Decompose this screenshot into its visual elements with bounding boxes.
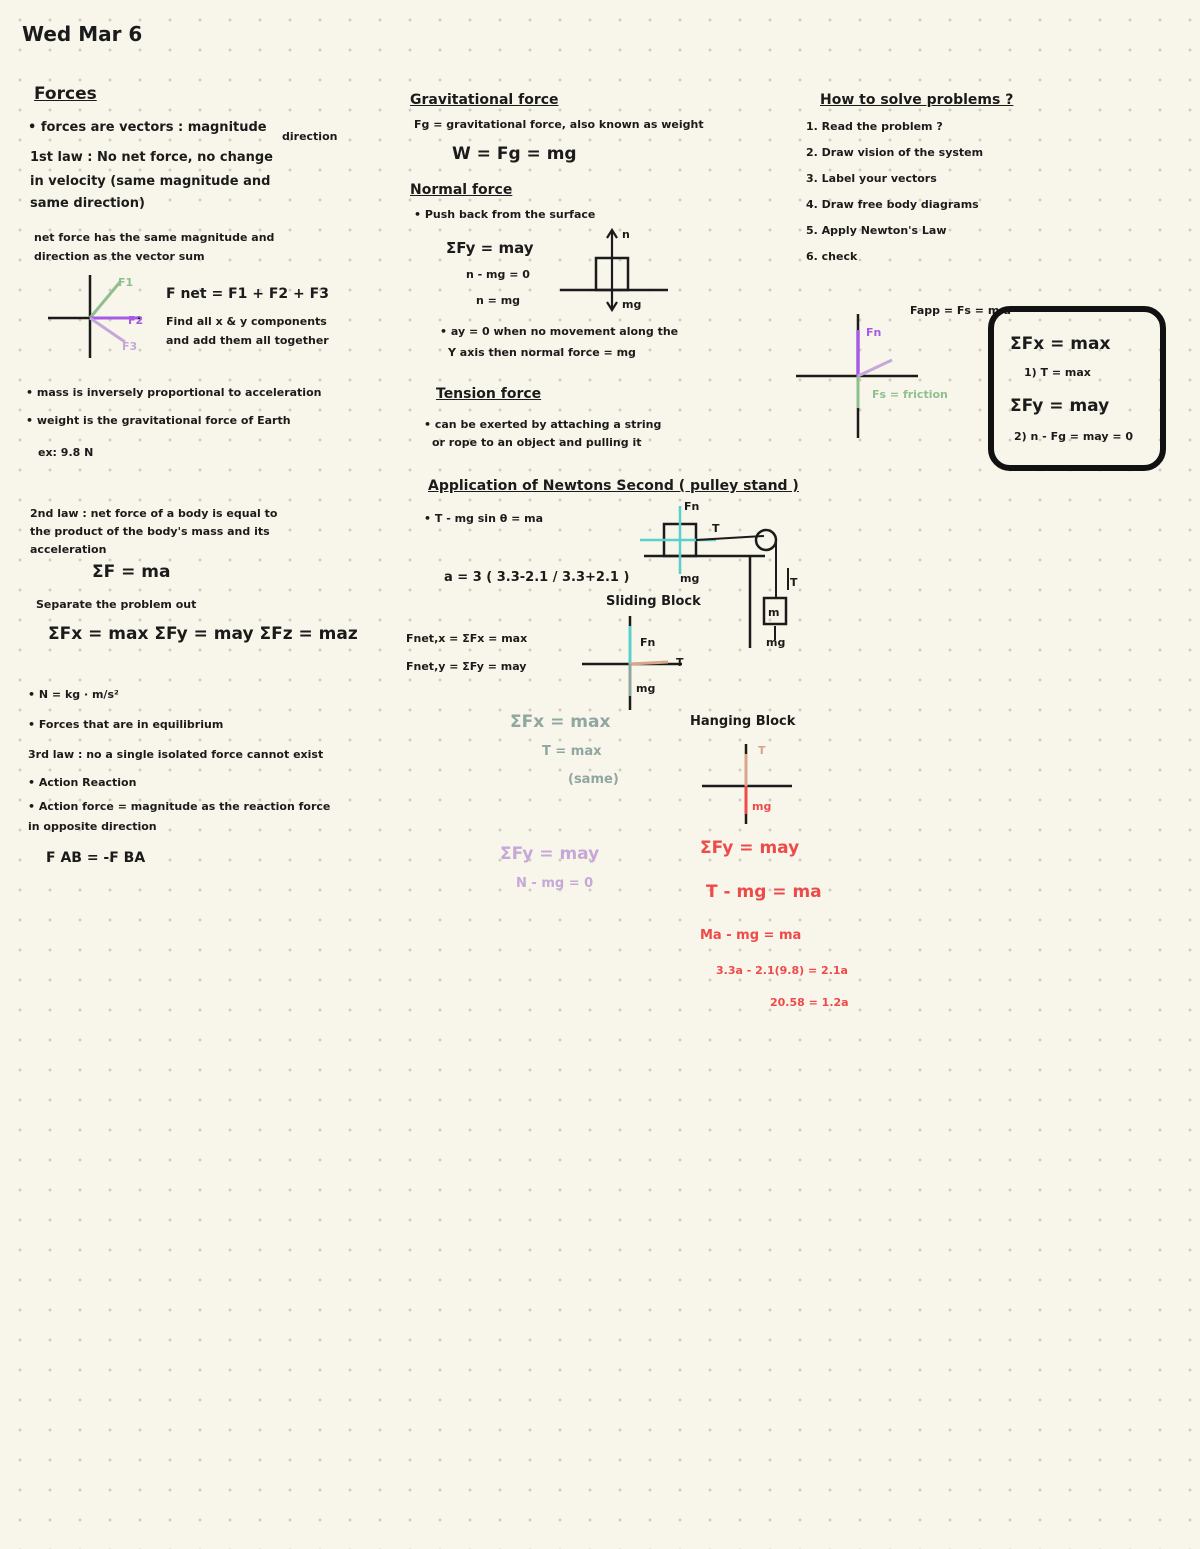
tension-heading: Tension force xyxy=(436,386,542,402)
fnet-x-line: Fnet,x = ΣFx = max xyxy=(406,632,528,645)
boxed-equations: ΣFx = max 1) T = max ΣFy = may 2) n - Fg… xyxy=(988,306,1166,471)
fnet-equation: F net = F1 + F2 + F3 xyxy=(166,286,329,302)
note-date: Wed Mar 6 xyxy=(22,22,143,46)
n-equals-mg: n = mg xyxy=(476,294,521,307)
hanging-block-label: Hanging Block xyxy=(690,714,796,729)
fapp-label: Fapp = Fs = m·a xyxy=(910,304,1011,317)
teal-same-note: (same) xyxy=(568,772,619,787)
direction-note: direction xyxy=(282,130,338,143)
vector-sum-axes-figure xyxy=(48,275,140,358)
second-law-line-c: acceleration xyxy=(30,543,107,556)
how-to-step-2: 2. Draw vision of the system xyxy=(806,146,984,159)
fnet-y-line: Fnet,y = ΣFy = may xyxy=(406,660,527,673)
teal-sum-fx: ΣFx = max xyxy=(510,712,611,732)
example-line: ex: 9.8 N xyxy=(38,446,94,459)
boxed-sum-fx: ΣFx = max xyxy=(1010,334,1111,354)
mass-line: • mass is inversely proportional to acce… xyxy=(26,386,322,399)
hanging-mg-label: mg xyxy=(752,800,772,813)
second-law-line-b: the product of the body's mass and its xyxy=(30,525,270,538)
sliding-mg-label: mg xyxy=(636,682,656,695)
applied-force-fbd xyxy=(796,314,918,438)
boxed-t-eq: 1) T = max xyxy=(1024,366,1091,379)
third-law-line: 3rd law : no a single isolated force can… xyxy=(28,748,324,761)
gravity-heading: Gravitational force xyxy=(410,92,559,108)
first-law-line-c: same direction) xyxy=(30,196,145,211)
push-line: • Push back from the surface xyxy=(414,208,596,221)
red-line-2: Ma - mg = ma xyxy=(700,928,802,943)
sliding-block-fbd xyxy=(582,616,682,710)
teal-t-eq: T = max xyxy=(542,744,602,759)
tmg-line: • T - mg sin θ = ma xyxy=(424,512,544,525)
w-equation: W = Fg = mg xyxy=(452,144,577,164)
boxed-n-eq: 2) n - Fg = may = 0 xyxy=(1014,430,1134,443)
vector-f2-label: F2 xyxy=(128,314,144,327)
tension-note-a: • can be exerted by attaching a string xyxy=(424,418,662,431)
normal-note-a: • ay = 0 when no movement along the xyxy=(440,325,679,338)
find-all-line-b: and add them all together xyxy=(166,334,329,347)
equilibrium-line: • Forces that are in equilibrium xyxy=(28,718,224,731)
how-to-step-6: 6. check xyxy=(806,250,858,263)
applied-fn-label: Fn xyxy=(866,326,882,339)
normal-force-diagram xyxy=(560,227,668,313)
how-to-step-1: 1. Read the problem ? xyxy=(806,120,943,133)
separate-line: Separate the problem out xyxy=(36,598,197,611)
pulley-diagram xyxy=(640,506,789,648)
boxed-sum-fy: ΣFy = may xyxy=(1010,396,1110,416)
sum-f-equation: ΣF = ma xyxy=(92,562,171,582)
fg-line: Fg = gravitational force, also known as … xyxy=(414,118,704,131)
second-law-line-a: 2nd law : net force of a body is equal t… xyxy=(30,507,278,520)
action-force-line-b: in opposite direction xyxy=(28,820,157,833)
first-law-line-a: 1st law : No net force, no change xyxy=(30,150,273,165)
tension-note-b: or rope to an object and pulling it xyxy=(432,436,642,449)
component-sums: ΣFx = max ΣFy = may ΣFz = maz xyxy=(48,624,358,644)
fab-equation: F AB = -F BA xyxy=(46,850,146,866)
normal-heading: Normal force xyxy=(410,182,513,198)
normal-n-label: n xyxy=(622,228,630,241)
application-heading: Application of Newtons Second ( pulley s… xyxy=(428,478,799,494)
vector-f1-label: F1 xyxy=(118,276,134,289)
net-force-line-b: direction as the vector sum xyxy=(34,250,205,263)
normal-note-b: Y axis then normal force = mg xyxy=(448,346,636,359)
hanging-t-label: T xyxy=(758,744,766,757)
sliding-t-label: T xyxy=(676,656,684,669)
action-force-line-a: • Action force = magnitude as the reacti… xyxy=(28,800,331,813)
red-sum-fy: ΣFy = may xyxy=(700,838,800,858)
how-to-heading: How to solve problems ? xyxy=(820,92,1014,108)
normal-mg-label: mg xyxy=(622,298,642,311)
newton-unit-line: • N = kg · m/s² xyxy=(28,688,119,701)
action-reaction-line: • Action Reaction xyxy=(28,776,137,789)
pulley-mg-label: mg xyxy=(680,572,700,585)
how-to-step-5: 5. Apply Newton's Law xyxy=(806,224,947,237)
red-line-1: T - mg = ma xyxy=(706,882,822,902)
forces-heading: Forces xyxy=(34,84,97,104)
first-law-line-b: in velocity (same magnitude and xyxy=(30,174,271,189)
lilac-sum-fy: ΣFy = may xyxy=(500,844,600,864)
lilac-n-eq: N - mg = 0 xyxy=(516,876,594,891)
red-line-4: 20.58 = 1.2a xyxy=(770,996,849,1009)
how-to-step-3: 3. Label your vectors xyxy=(806,172,937,185)
vector-f3-label: F3 xyxy=(122,340,138,353)
normal-sum-fy: ΣFy = may xyxy=(446,239,534,257)
a-equation: a = 3 ( 3.3-2.1 / 3.3+2.1 ) xyxy=(444,570,630,585)
pulley-t2-label: T xyxy=(790,576,798,589)
find-all-line-a: Find all x & y components xyxy=(166,315,327,328)
pulley-t-label: T xyxy=(712,522,720,535)
net-force-line-a: net force has the same magnitude and xyxy=(34,231,275,244)
pulley-m-label: m xyxy=(768,606,780,619)
weight-line: • weight is the gravitational force of E… xyxy=(26,414,291,427)
hanging-block-fbd xyxy=(702,744,792,824)
n-minus-mg: n - mg = 0 xyxy=(466,268,530,281)
pulley-n-label: Fn xyxy=(684,500,700,513)
pulley-mg2-label: mg xyxy=(766,636,786,649)
how-to-step-4: 4. Draw free body diagrams xyxy=(806,198,979,211)
red-line-3: 3.3a - 2.1(9.8) = 2.1a xyxy=(716,964,848,977)
vectors-line: • forces are vectors : magnitude xyxy=(28,120,267,135)
sliding-n-label: Fn xyxy=(640,636,656,649)
friction-label: Fs = friction xyxy=(872,388,948,401)
sliding-block-label: Sliding Block xyxy=(606,594,701,609)
